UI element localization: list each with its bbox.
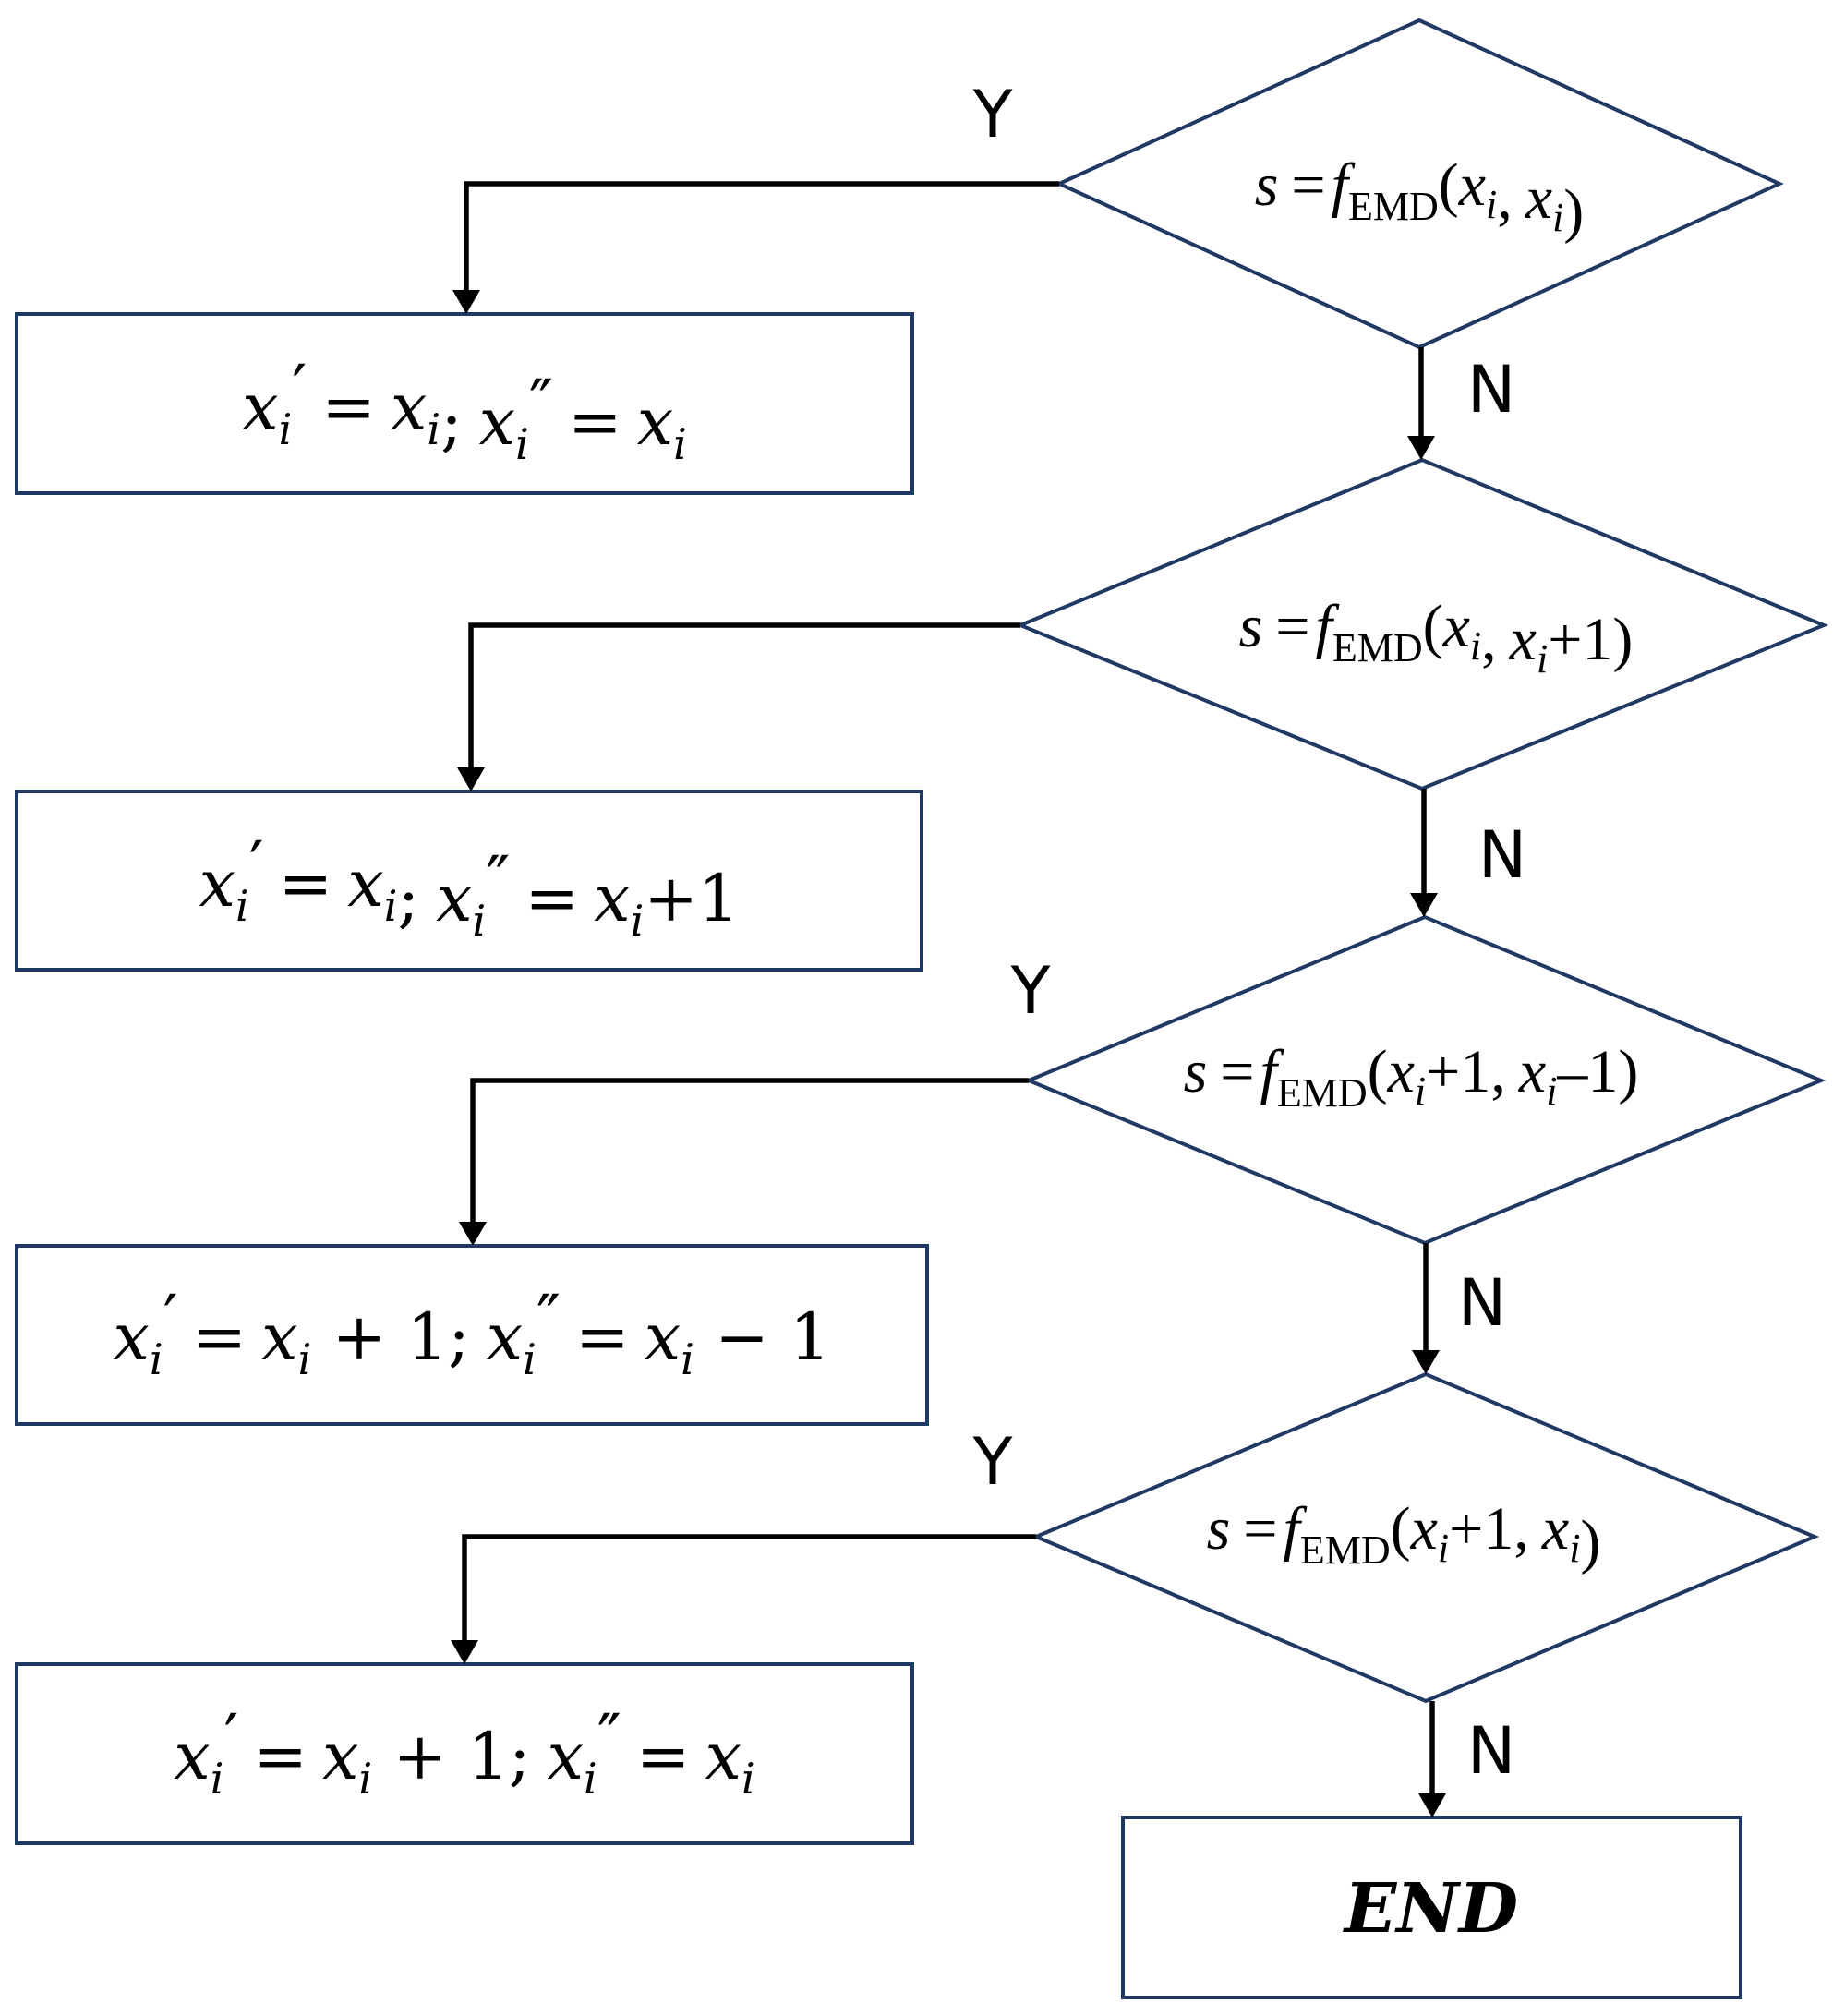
yes-connector-3 xyxy=(470,1078,1029,1229)
yes-label-4: Y xyxy=(972,1424,1013,1500)
action-4-formula: xi′=xi + 1;xi″=xi xyxy=(174,1700,754,1804)
action-3-formula: xi′=xi + 1;xi″=xi − 1 xyxy=(113,1281,830,1384)
action-3-box xyxy=(15,1244,929,1426)
yes-connector-2 xyxy=(468,622,1020,775)
action-1-box xyxy=(15,312,914,495)
no-arrowhead-3 xyxy=(1412,1350,1440,1374)
end-label: END xyxy=(1343,1869,1518,1949)
decision-2-diamond xyxy=(1015,457,1829,791)
yes-arrowhead-3 xyxy=(459,1222,487,1246)
no-label-2: N xyxy=(1478,817,1526,893)
yes-arrowhead-2 xyxy=(457,767,485,791)
yes-label-1: Y xyxy=(972,77,1013,152)
no-arrowhead-4 xyxy=(1418,1793,1446,1817)
decision-4-diamond xyxy=(1031,1371,1820,1704)
no-label-3: N xyxy=(1458,1265,1506,1341)
yes-arrowhead-1 xyxy=(452,290,480,314)
no-label-1: N xyxy=(1467,352,1515,428)
decision-1-diamond xyxy=(1055,18,1784,350)
yes-label-3: Y xyxy=(1010,953,1051,1029)
no-arrowhead-2 xyxy=(1410,893,1438,917)
action-1-formula: xi′=xi;xi″=xi xyxy=(242,351,687,469)
action-2-box xyxy=(15,790,923,972)
condition-3-formula: s=fEMD(xi+1,xi–1) xyxy=(1184,1038,1639,1116)
action-4-box xyxy=(15,1662,914,1845)
condition-4-formula: s=fEMD(xi+1,xi) xyxy=(1207,1495,1601,1575)
end-box xyxy=(1121,1816,1742,1999)
decision-3-diamond xyxy=(1023,914,1827,1246)
yes-connector-4 xyxy=(462,1534,1036,1648)
condition-2-formula: s=fEMD(xi,xi+1) xyxy=(1239,593,1634,682)
action-2-formula: xi′=xi;xi″=xi+1 xyxy=(199,827,740,946)
condition-1-formula: s=fEMD(xi,xi) xyxy=(1255,151,1585,245)
yes-arrowhead-4 xyxy=(451,1640,478,1664)
no-arrowhead-1 xyxy=(1407,436,1435,460)
no-label-4: N xyxy=(1467,1713,1515,1789)
yes-connector-1 xyxy=(464,181,1059,297)
